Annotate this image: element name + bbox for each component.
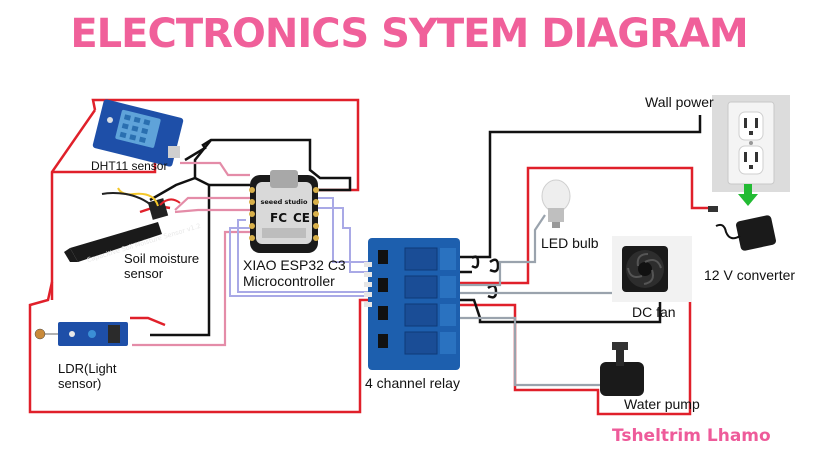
soil-label-line1: Soil moisture [124,251,200,266]
led-bulb-label: LED bulb [541,235,599,251]
led-bulb-illustration [541,179,571,228]
ldr-label-line1: LDR(Light [58,361,117,376]
converter-illustration [708,206,776,251]
black-ground-wires [149,115,702,337]
ldr-module-illustration [34,322,128,346]
lavender-control-wires [229,197,372,297]
xiao-esp32-board-illustration: seeed studio FC CE [249,170,319,253]
green-arrow-icon [738,184,758,206]
dc-fan-illustration [612,236,692,302]
water-pump-label: Water pump [624,396,700,412]
wall-outlet-illustration [712,95,790,192]
author-signature: Tsheltrim Lhamo [612,426,771,446]
svg-text:FC: FC [270,211,287,225]
diagram-title: ELECTRONICS SYTEM DIAGRAM [70,11,748,57]
dht11-label: DHT11 sensor [91,159,168,173]
mcu-brand-text: seeed studio [261,198,308,206]
svg-text:CE: CE [293,211,310,225]
relay-label: 4 channel relay [365,375,460,391]
soil-label-line2: sensor [124,266,164,281]
ldr-label-line2: sensor) [58,376,102,391]
mcu-label-line2: Microcontroller [243,273,335,289]
wall-power-label: Wall power [645,94,714,110]
relay-board-illustration [364,238,460,370]
dht11-sensor-illustration [92,99,184,167]
pink-signal-wires [132,161,250,347]
water-pump-illustration [600,342,644,396]
mcu-label-line1: XIAO ESP32 C3 [243,257,346,273]
converter-label: 12 V converter [704,267,796,283]
dc-fan-label: DC fan [632,304,676,320]
